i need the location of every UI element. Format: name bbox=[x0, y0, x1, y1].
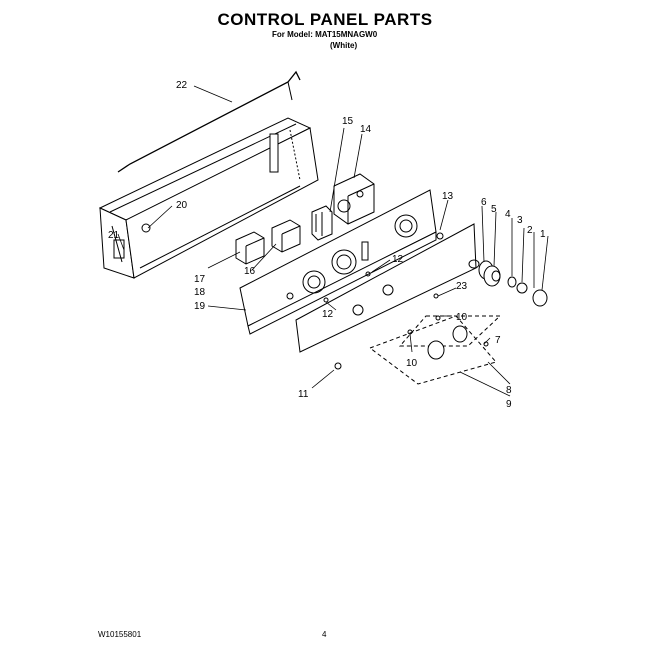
leader-lines bbox=[117, 85, 549, 397]
callout-18: 18 bbox=[194, 287, 206, 298]
callout-8: 8 bbox=[506, 385, 512, 396]
part-12-screw bbox=[323, 297, 329, 303]
callout-7: 7 bbox=[495, 335, 501, 346]
callout-2: 2 bbox=[527, 225, 533, 236]
callout-21: 21 bbox=[108, 230, 120, 241]
callout-1: 1 bbox=[540, 229, 546, 240]
page-title: CONTROL PANEL PARTS bbox=[217, 10, 433, 29]
callout-3: 3 bbox=[517, 215, 523, 226]
part-console-back bbox=[98, 117, 319, 279]
callout-15: 15 bbox=[342, 116, 354, 127]
doc-number: W10155801 bbox=[98, 630, 142, 639]
callout-23: 23 bbox=[456, 281, 468, 292]
callout-5: 5 bbox=[491, 204, 497, 215]
color-line: (White) bbox=[330, 41, 358, 50]
part-14-timer bbox=[333, 173, 375, 225]
callout-11: 11 bbox=[298, 389, 309, 400]
callout-numbers: 1 2 3 4 5 6 7 8 9 10 10 11 12 12 13 14 1… bbox=[108, 80, 546, 410]
part-19-control-panel bbox=[239, 189, 437, 335]
callout-16: 16 bbox=[244, 266, 256, 277]
part-12-screw-b bbox=[365, 271, 371, 277]
callout-4: 4 bbox=[505, 209, 511, 220]
callout-10b: 10 bbox=[406, 358, 418, 369]
callout-17: 17 bbox=[194, 274, 206, 285]
part-16-switch bbox=[271, 219, 301, 253]
callout-12a: 12 bbox=[392, 254, 404, 265]
callout-19: 19 bbox=[194, 301, 206, 312]
callout-6: 6 bbox=[481, 197, 487, 208]
page-number: 4 bbox=[322, 630, 327, 639]
callout-22: 22 bbox=[176, 80, 188, 91]
part-11-screw bbox=[334, 362, 342, 370]
part-15-switch bbox=[311, 205, 333, 241]
part-graphic-panel bbox=[295, 223, 480, 353]
part-17-switch bbox=[235, 231, 265, 265]
callout-20: 20 bbox=[176, 200, 188, 211]
part-knobs bbox=[436, 232, 548, 307]
callout-9: 9 bbox=[506, 399, 512, 410]
model-line: For Model: MAT15MNAGW0 bbox=[272, 30, 378, 39]
callout-14: 14 bbox=[360, 124, 372, 135]
callout-12b: 12 bbox=[322, 309, 334, 320]
part-23-screw bbox=[433, 293, 439, 299]
callout-10a: 10 bbox=[456, 312, 468, 323]
callout-13: 13 bbox=[442, 191, 454, 202]
part-knobs-8-9 bbox=[368, 315, 502, 385]
